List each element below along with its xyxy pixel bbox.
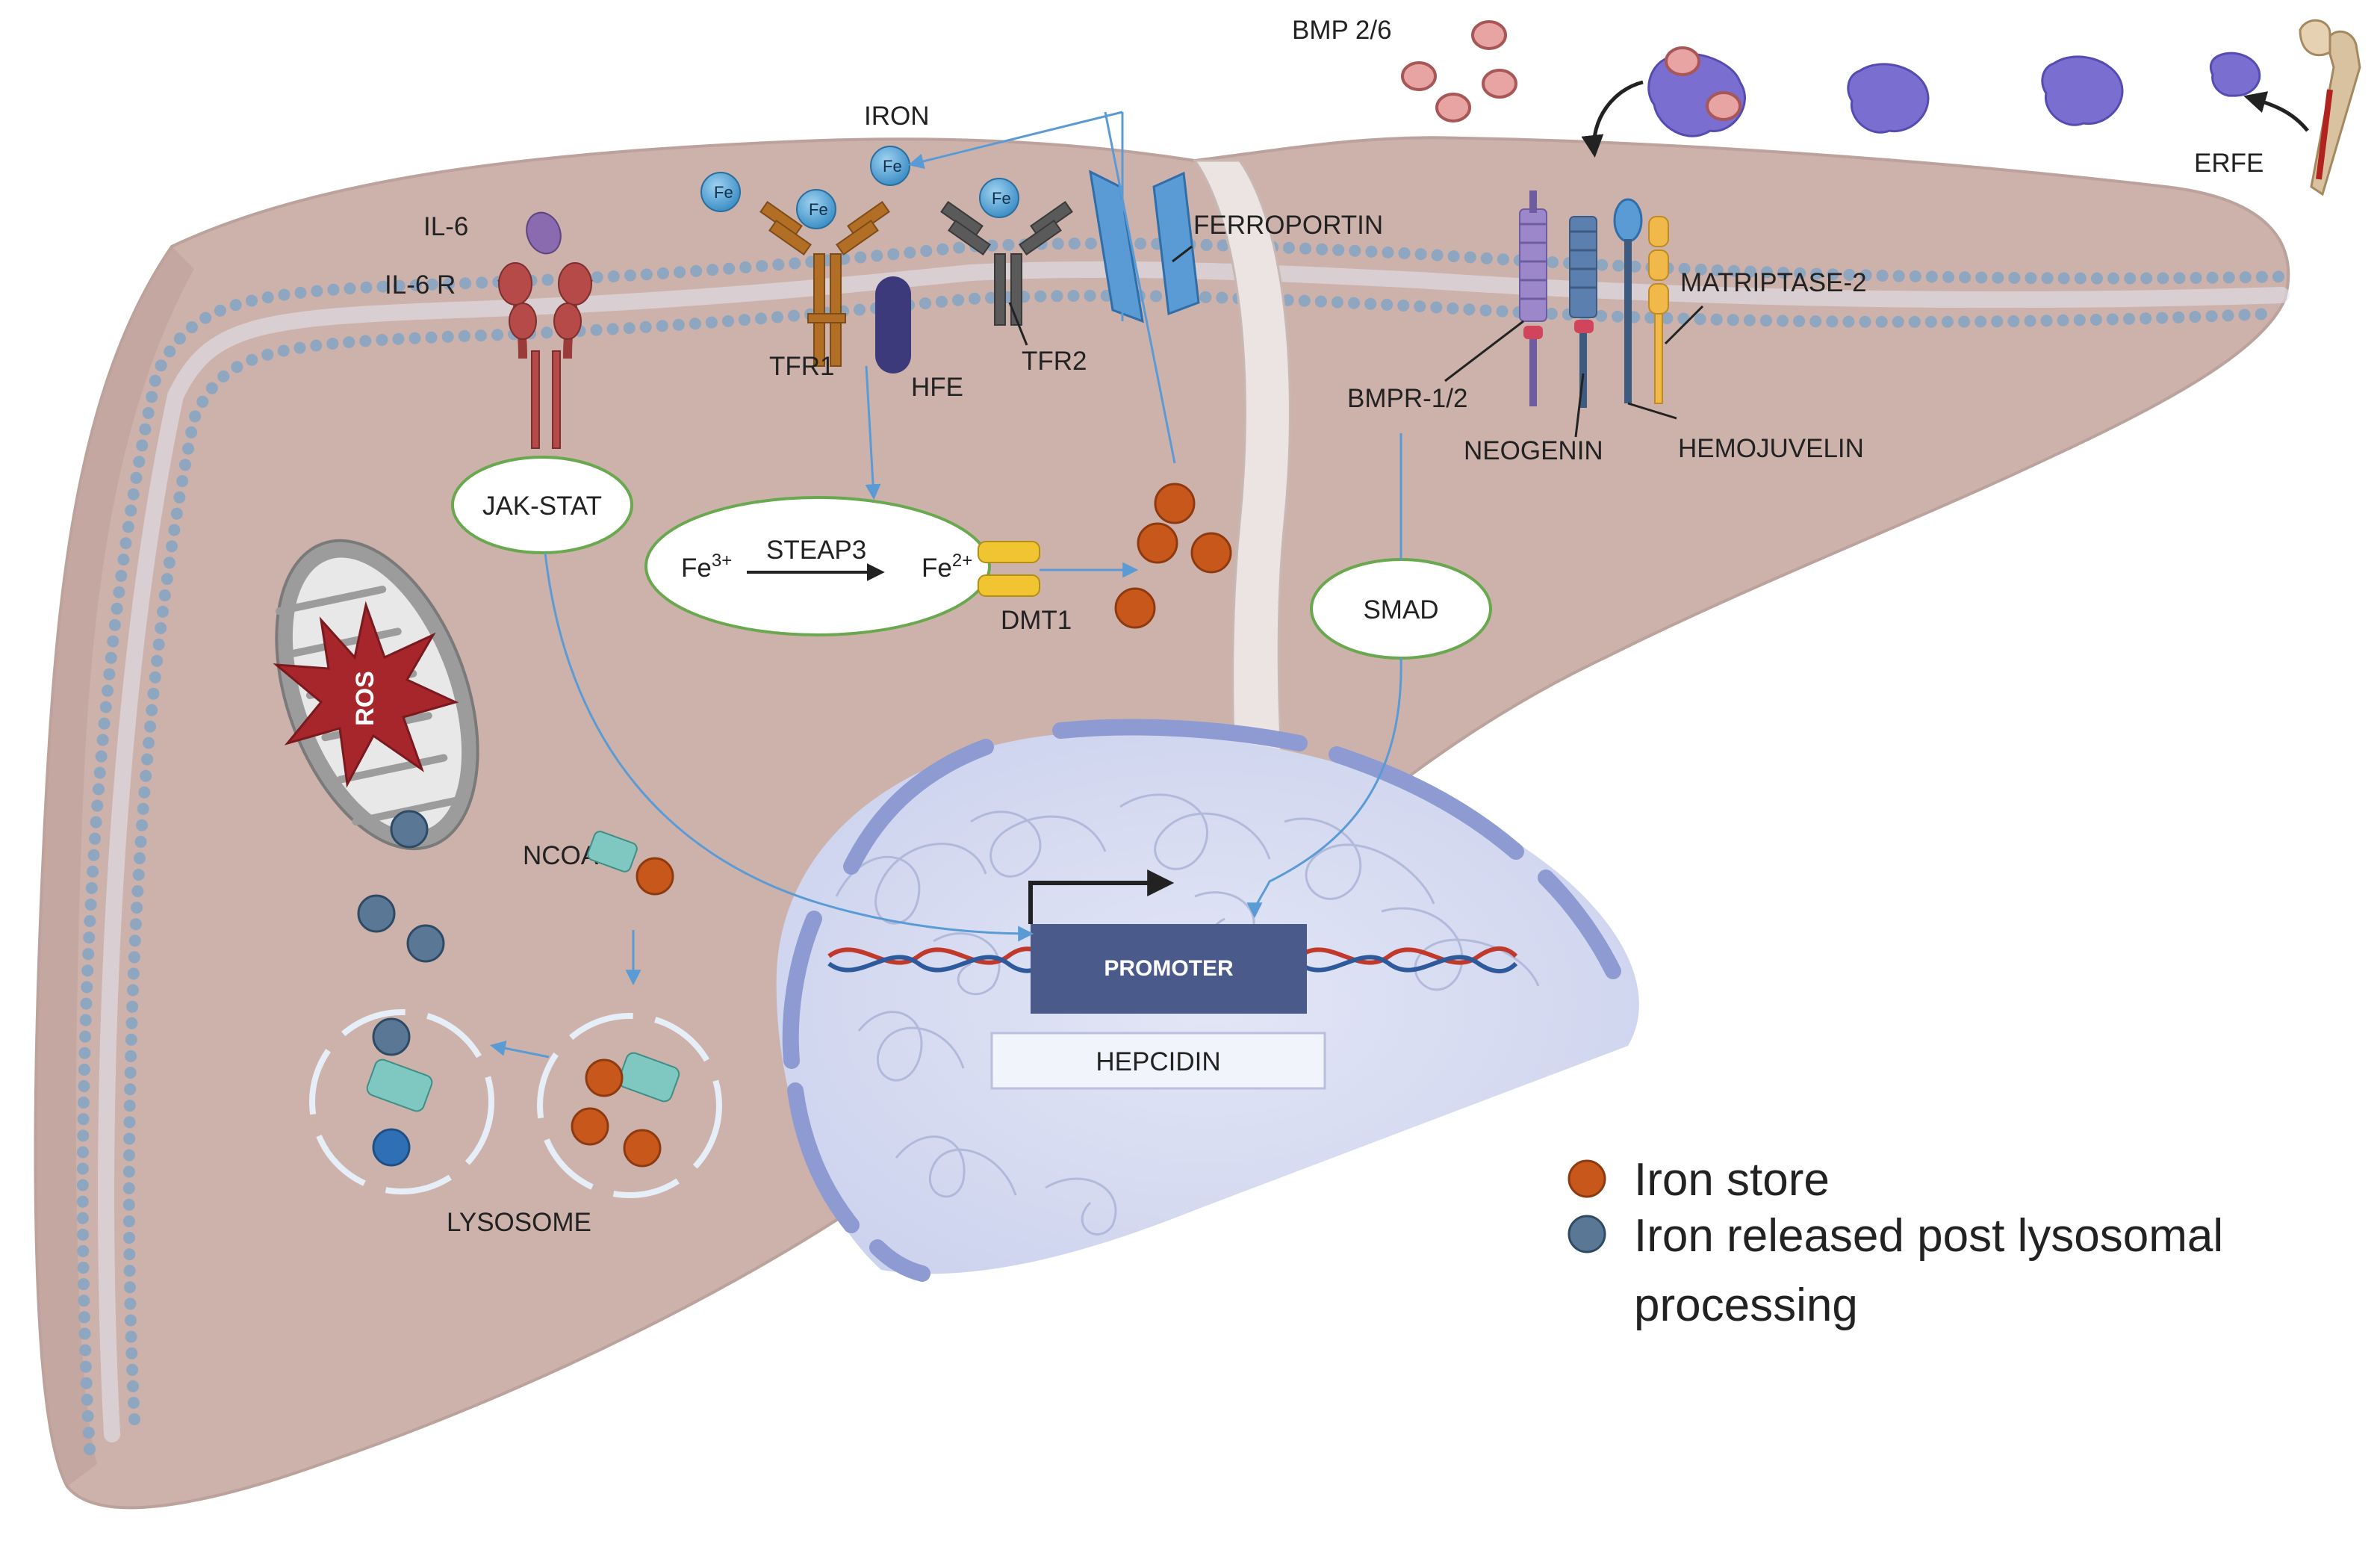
fe-ion-3: Fe bbox=[870, 146, 910, 186]
hfe-label: HFE bbox=[911, 373, 963, 402]
liver-outer-lobe bbox=[35, 247, 194, 1487]
bmpr-receptor bbox=[1519, 190, 1547, 406]
fe-ion-1: Fe bbox=[700, 172, 741, 212]
steap3-node: Fe3+ STEAP3 Fe2+ bbox=[644, 496, 991, 636]
erfe-arrow bbox=[2243, 91, 2309, 132]
lysosome-label: LYSOSOME bbox=[447, 1208, 591, 1237]
hemojuvelin-leader bbox=[1627, 402, 1677, 420]
iron-label: IRON bbox=[864, 102, 930, 131]
transcription-start-arrow bbox=[1028, 869, 1175, 924]
lysosome-process-arrow bbox=[489, 1040, 550, 1058]
nuclear-envelope bbox=[782, 719, 1621, 1282]
fe-ion-4: Fe bbox=[979, 178, 1019, 218]
bone bbox=[2299, 19, 2361, 196]
matriptase-label: MATRIPTASE-2 bbox=[1680, 268, 1867, 297]
released-iron-free bbox=[357, 810, 445, 963]
ros-burst: ROS bbox=[273, 601, 459, 788]
jakstat-to-promoter-arrow bbox=[544, 552, 1034, 942]
tfr1-receptor bbox=[759, 200, 890, 367]
bmp-molecules bbox=[1401, 20, 1517, 123]
smad-node: SMAD bbox=[1310, 558, 1492, 660]
hfe-protein bbox=[875, 276, 911, 373]
legend-item-iron-store: Iron store bbox=[1634, 1154, 1830, 1206]
legend-swatch-iron-released bbox=[1567, 1215, 1606, 1253]
il6-receptor bbox=[497, 262, 594, 449]
legend-item-processing: processing bbox=[1634, 1280, 1858, 1331]
lysosome-right bbox=[537, 1013, 722, 1198]
il6-label: IL-6 bbox=[423, 212, 468, 241]
il6-ligand bbox=[526, 211, 562, 255]
tfr2-leader bbox=[1008, 302, 1028, 346]
dna-helix-right bbox=[1298, 946, 1518, 973]
svg-text:Fe: Fe bbox=[992, 189, 1011, 208]
fe3-label: Fe3+ bbox=[681, 551, 732, 583]
smad-to-promoter-arrow bbox=[1246, 657, 1402, 919]
promoter-box: PROMOTER bbox=[1031, 924, 1307, 1014]
promoter-label: PROMOTER bbox=[1104, 956, 1234, 981]
lysosome-left bbox=[309, 1009, 494, 1194]
dmt1-label: DMT1 bbox=[1001, 606, 1072, 635]
neogenin-label: NEOGENIN bbox=[1464, 436, 1603, 465]
il6r-label: IL-6 R bbox=[385, 270, 456, 300]
legend-swatch-iron-store bbox=[1567, 1159, 1606, 1198]
hepcidin-label: HEPCIDIN bbox=[1096, 1047, 1220, 1076]
matriptase2-protein bbox=[1648, 216, 1669, 404]
tfr1-to-steap3-arrow bbox=[865, 365, 881, 500]
neogenin-receptor bbox=[1569, 216, 1597, 408]
iron-inflow-line bbox=[1104, 111, 1176, 464]
hemojuvelin-label: HEMOJUVELIN bbox=[1678, 434, 1864, 463]
jakstat-label: JAK-STAT bbox=[482, 492, 602, 521]
ros-label: ROS bbox=[351, 671, 379, 726]
smad-label: SMAD bbox=[1363, 595, 1438, 624]
bmpr-leader bbox=[1444, 320, 1524, 382]
svg-text:Fe: Fe bbox=[883, 157, 902, 176]
soluble-hemojuvelin bbox=[1847, 52, 2261, 134]
tfr2-receptor bbox=[940, 200, 1073, 326]
ncoa4-protein bbox=[587, 831, 674, 896]
fe-ion-2: Fe bbox=[796, 189, 836, 229]
chromatin bbox=[835, 793, 1540, 1236]
svg-text:Fe: Fe bbox=[809, 200, 828, 219]
ferroportin-channel bbox=[1089, 170, 1200, 323]
iron-to-fe-arrow bbox=[907, 111, 1123, 170]
ferroportin-leader bbox=[1172, 245, 1193, 263]
legend-item-iron-released: Iron released post lysosomal bbox=[1634, 1210, 2223, 1262]
legend: Iron store Iron released post lysosomal … bbox=[1567, 1154, 2223, 1331]
steap3-label: STEAP3 bbox=[766, 536, 866, 565]
matriptase-leader bbox=[1664, 305, 1704, 345]
dmt1-transporter bbox=[978, 541, 1040, 597]
fe2-label: Fe2+ bbox=[922, 551, 972, 583]
hemojuvelin-bmp-complex bbox=[1647, 46, 1746, 137]
hepcidin-box: HEPCIDIN bbox=[990, 1032, 1326, 1090]
iron-store-cluster bbox=[1114, 483, 1232, 629]
neogenin-leader bbox=[1574, 373, 1585, 438]
tfr1-label: TFR1 bbox=[769, 352, 835, 381]
bmp-to-membrane-arrow bbox=[1581, 80, 1644, 158]
ferroportin-label: FERROPORTIN bbox=[1193, 211, 1383, 240]
bmp-label: BMP 2/6 bbox=[1292, 16, 1392, 45]
tfr2-label: TFR2 bbox=[1022, 347, 1087, 376]
jakstat-node: JAK-STAT bbox=[451, 456, 633, 554]
svg-text:Fe: Fe bbox=[714, 183, 733, 202]
erfe-label: ERFE bbox=[2194, 149, 2264, 178]
bmpr-label: BMPR-1/2 bbox=[1347, 384, 1467, 413]
hemojuvelin-receptor bbox=[1613, 198, 1643, 403]
